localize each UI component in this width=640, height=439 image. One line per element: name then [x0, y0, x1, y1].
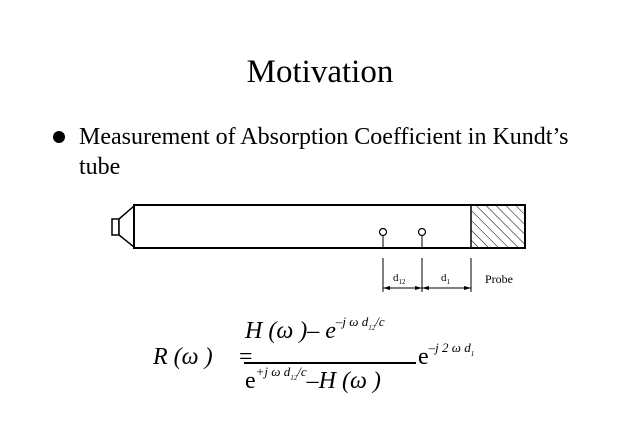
arrow-d1-left	[422, 286, 429, 290]
arrow-d1-right	[464, 286, 471, 290]
equation-lhs: R (ω )	[153, 344, 213, 370]
slide-title: Motivation	[246, 54, 394, 90]
fraction-bar	[244, 362, 416, 364]
speaker-magnet	[111, 218, 120, 236]
label-d12: d12	[393, 272, 406, 286]
bullet-text: Measurement of Absorption Coefficient in…	[79, 124, 569, 180]
tube-body	[133, 204, 526, 249]
arrow-d12-left	[383, 286, 390, 290]
bullet-icon	[53, 131, 65, 143]
speaker-cone	[118, 204, 135, 249]
reflection-equation: R (ω ) = H (ω )– e–j ω d12/c e+j ω d12/c…	[150, 314, 510, 400]
arrow-d12-right	[415, 286, 422, 290]
equation-factor: e–j 2 ω d1	[418, 340, 475, 370]
equation-equals: =	[239, 344, 253, 370]
label-d1: d1	[441, 272, 451, 286]
equation-numerator: H (ω )– e–j ω d12/c	[245, 314, 385, 344]
mic-1-icon	[378, 227, 388, 237]
kundt-tube-diagram: d12 d1 Probe	[111, 204, 526, 292]
equation-denominator: e+j ω d12/c–H (ω )	[245, 364, 381, 394]
mic-2-icon	[417, 227, 427, 237]
probe-sample	[470, 204, 526, 249]
label-probe: Probe	[485, 272, 513, 286]
